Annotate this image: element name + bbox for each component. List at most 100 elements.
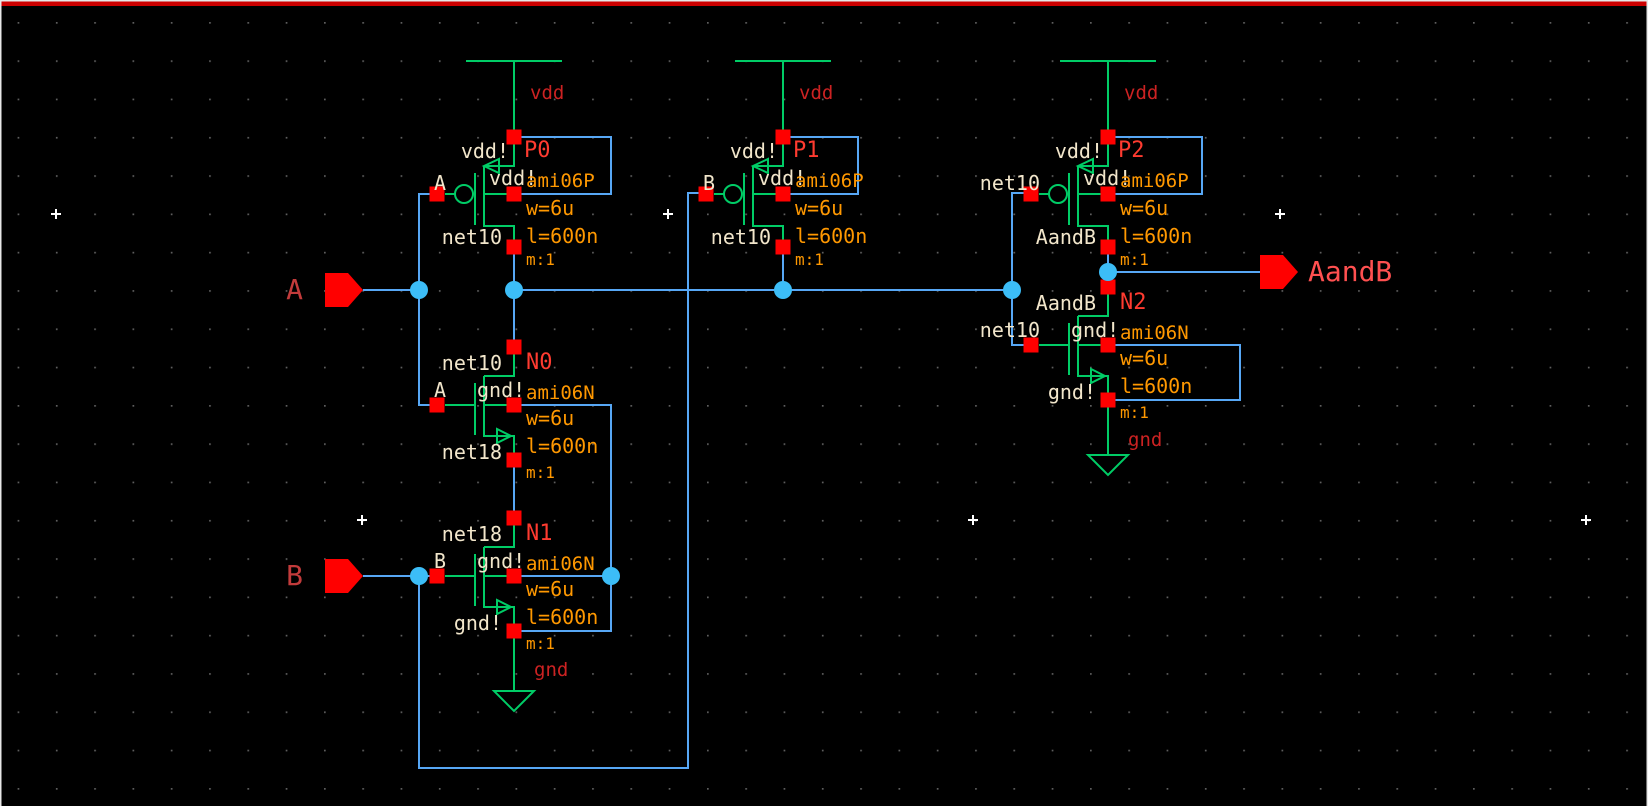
terminal-square <box>698 186 714 202</box>
width-param-label[interactable]: w=6u <box>526 406 574 430</box>
instance-name-label[interactable]: P1 <box>793 138 820 163</box>
junction-dot <box>774 281 792 299</box>
input-pin-B[interactable]: B <box>286 559 363 593</box>
grid-origin-cross-icon <box>1275 209 1285 219</box>
instance-name-label[interactable]: N2 <box>1120 290 1147 315</box>
bulk-tie-wire[interactable] <box>514 404 612 632</box>
instance-name-label[interactable]: N0 <box>526 350 553 375</box>
terminal-square <box>1100 239 1116 255</box>
grid-origin-cross-icon <box>51 209 61 219</box>
instance-name-label[interactable]: P2 <box>1118 138 1145 163</box>
junction-dot <box>602 567 620 585</box>
net-label[interactable]: A <box>434 378 446 402</box>
instance-name-label[interactable]: N1 <box>526 521 553 546</box>
net-label[interactable]: vdd! <box>758 166 806 190</box>
vdd-symbol[interactable]: vdd <box>1060 60 1158 137</box>
net-label[interactable]: vdd! <box>730 139 778 163</box>
net-label[interactable]: AandB <box>1036 225 1096 249</box>
terminal-square <box>506 510 522 526</box>
model-label[interactable]: ami06P <box>526 170 595 192</box>
length-param-label[interactable]: l=600n <box>795 224 867 248</box>
multiplier-label[interactable]: m:1 <box>526 250 555 269</box>
net-label[interactable]: net10 <box>711 225 771 249</box>
nmos-arrow-icon <box>1090 367 1108 385</box>
bulk-tie-wire[interactable] <box>1108 344 1241 401</box>
wire[interactable] <box>418 192 704 769</box>
model-label[interactable]: ami06P <box>795 170 864 192</box>
width-param-label[interactable]: w=6u <box>526 577 574 601</box>
net-label[interactable]: net10 <box>442 225 502 249</box>
net-label[interactable]: net10 <box>980 171 1040 195</box>
left-edge-line <box>0 0 2 806</box>
gnd-label: gnd <box>1128 429 1162 451</box>
multiplier-label[interactable]: m:1 <box>1120 250 1149 269</box>
width-param-label[interactable]: w=6u <box>526 196 574 220</box>
terminal-square <box>775 239 791 255</box>
instance-name-label[interactable]: P0 <box>524 138 551 163</box>
length-param-label[interactable]: l=600n <box>1120 374 1192 398</box>
multiplier-label[interactable]: m:1 <box>526 463 555 482</box>
pin-label: AandB <box>1308 255 1392 288</box>
vdd-symbol[interactable]: vdd <box>466 60 564 137</box>
terminal-square <box>506 568 522 584</box>
model-label[interactable]: ami06N <box>526 553 595 575</box>
net-label[interactable]: B <box>434 549 446 573</box>
bulk-tie-wire[interactable] <box>1108 136 1203 195</box>
net-label[interactable]: net18 <box>442 522 502 546</box>
wire[interactable] <box>418 193 437 406</box>
net-label[interactable]: gnd! <box>454 611 502 635</box>
terminal-square <box>429 397 445 413</box>
bulk-tie-wire[interactable] <box>514 136 612 195</box>
terminal-square <box>1100 392 1116 408</box>
net-label[interactable]: gnd! <box>1048 380 1096 404</box>
model-label[interactable]: ami06N <box>1120 322 1189 344</box>
width-param-label[interactable]: w=6u <box>1120 346 1168 370</box>
length-param-label[interactable]: l=600n <box>526 605 598 629</box>
junction-dot <box>505 281 523 299</box>
net-label[interactable]: A <box>434 171 446 195</box>
net-label[interactable]: vdd! <box>1083 166 1131 190</box>
terminal-square <box>506 623 522 639</box>
net-label[interactable]: gnd! <box>1071 318 1119 342</box>
bulk-tie-wire[interactable] <box>783 136 859 195</box>
terminal-square <box>506 397 522 413</box>
length-param-label[interactable]: l=600n <box>526 434 598 458</box>
model-label[interactable]: ami06P <box>1120 170 1189 192</box>
net-label[interactable]: vdd! <box>1055 139 1103 163</box>
net-label[interactable]: AandB <box>1036 291 1096 315</box>
length-param-label[interactable]: l=600n <box>526 224 598 248</box>
junction-dot <box>410 281 428 299</box>
gnd-symbol[interactable]: gnd <box>491 631 568 713</box>
net-label[interactable]: net18 <box>442 440 502 464</box>
net-label[interactable]: vdd! <box>489 166 537 190</box>
width-param-label[interactable]: w=6u <box>1120 196 1168 220</box>
multiplier-label[interactable]: m:1 <box>795 250 824 269</box>
multiplier-label[interactable]: m:1 <box>526 634 555 653</box>
gnd-symbol[interactable]: gnd <box>1085 400 1162 477</box>
width-param-label[interactable]: w=6u <box>795 196 843 220</box>
vdd-label: vdd <box>1124 82 1158 104</box>
net-label[interactable]: net10 <box>980 318 1040 342</box>
terminal-square <box>506 239 522 255</box>
vdd-symbol[interactable]: vdd <box>735 60 833 137</box>
net-label[interactable]: gnd! <box>477 378 525 402</box>
net-label[interactable]: vdd! <box>461 139 509 163</box>
multiplier-label[interactable]: m:1 <box>1120 403 1149 422</box>
model-label[interactable]: ami06N <box>526 382 595 404</box>
input-pin-A[interactable]: A <box>286 273 363 307</box>
net-label[interactable]: B <box>703 171 715 195</box>
net-label[interactable]: net10 <box>442 351 502 375</box>
output-pin-AandB[interactable]: AandB <box>1260 255 1392 289</box>
nmos-arrow-icon <box>496 598 514 616</box>
vdd-label: vdd <box>530 82 564 104</box>
net-label[interactable]: gnd! <box>477 549 525 573</box>
length-param-label[interactable]: l=600n <box>1120 224 1192 248</box>
